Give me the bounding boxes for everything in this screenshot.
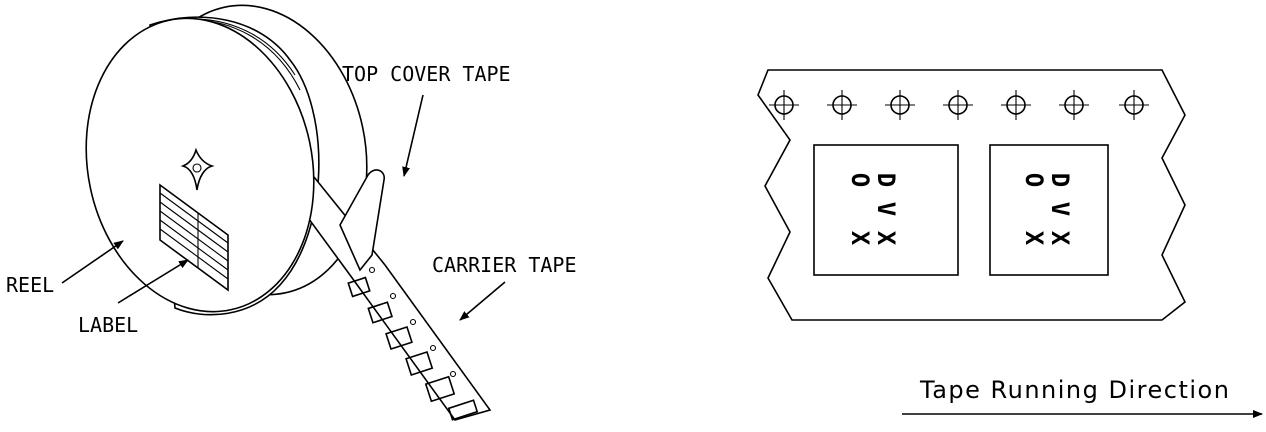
carrier-tape-label: CARRIER TAPE: [432, 253, 577, 277]
sprocket-hole: [885, 90, 915, 120]
label-arrow: [117, 259, 189, 304]
marking-1-x2: X: [846, 231, 874, 246]
top-cover-tape-arrow: [402, 94, 424, 177]
component-pocket-2: D V X O X: [989, 144, 1109, 276]
sprocket-hole: [1119, 90, 1149, 120]
label-label: LABEL: [78, 313, 138, 337]
marking-2-x2: X: [1020, 231, 1048, 246]
carrier-tape-pockets: [347, 266, 479, 421]
marking-2-v: V: [1046, 202, 1074, 216]
top-cover-tape-flap: [339, 169, 385, 272]
component-pocket-1: D V X O X: [813, 144, 959, 276]
marking-1-o: O: [846, 173, 874, 187]
marking-2-o: O: [1020, 173, 1048, 187]
marking-1-x: X: [872, 231, 900, 246]
marking-1-v: V: [872, 202, 900, 216]
sprocket-hole: [943, 90, 973, 120]
sprocket-hole: [1059, 90, 1089, 120]
tape-direction-label: Tape Running Direction: [919, 376, 1230, 404]
sprocket-holes: [769, 90, 1149, 120]
tape-top-view: D V X O X D V X O X Tape Running Directi…: [757, 69, 1263, 418]
reel-hub-icon: [180, 147, 215, 191]
marking-1-d: D: [872, 173, 900, 187]
carrier-tape-arrow: [459, 281, 506, 321]
sprocket-hole: [769, 90, 799, 120]
sprocket-hole: [1001, 90, 1031, 120]
top-cover-tape-label: TOP COVER TAPE: [342, 62, 511, 86]
sprocket-hole: [827, 90, 857, 120]
reel-label: REEL: [6, 273, 54, 297]
marking-2-d: D: [1046, 173, 1074, 187]
reel-diagram: TOP COVER TAPE CARRIER TAPE REEL LABEL: [6, 4, 577, 421]
reel-arrow: [61, 240, 124, 284]
reel-label-grid: [159, 183, 229, 292]
marking-2-x: X: [1046, 231, 1074, 246]
tape-outline: [757, 69, 1187, 321]
